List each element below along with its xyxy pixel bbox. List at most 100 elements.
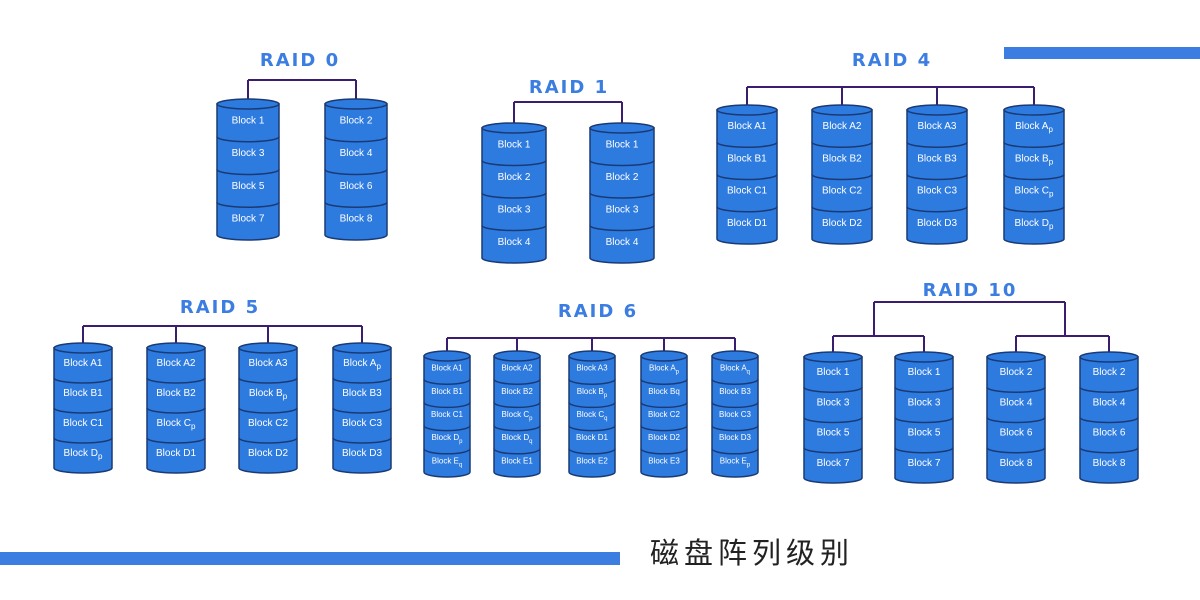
disk-divider	[716, 206, 778, 213]
block-label: Block 3	[498, 204, 531, 215]
disk-divider	[589, 160, 655, 167]
block-label: Block C1	[431, 410, 464, 419]
disk-top	[894, 351, 954, 363]
disk-divider	[324, 169, 388, 176]
disk-divider	[481, 160, 547, 167]
disk-divider	[811, 206, 873, 213]
block-label: Block Dq	[502, 433, 533, 445]
block-label: Block 4	[498, 237, 531, 248]
disk-divider	[811, 141, 873, 148]
disk-divider	[493, 402, 541, 409]
block-label: Block Ap	[649, 364, 680, 376]
disk-divider	[481, 192, 547, 199]
raid-title: RAID 1	[529, 77, 609, 98]
block-label: Block Bp	[249, 388, 288, 401]
disk-divider	[640, 402, 688, 409]
disk-top	[568, 350, 616, 362]
block-label: Block B1	[727, 153, 767, 164]
block-label: Block A3	[249, 358, 288, 369]
disk-divider	[324, 201, 388, 208]
disk-divider	[906, 206, 968, 213]
disk-top	[324, 98, 388, 110]
block-label: Block C3	[719, 410, 752, 419]
disk-divider	[716, 141, 778, 148]
block-label: Block 8	[1000, 458, 1033, 469]
disk-divider	[711, 448, 759, 455]
disk-divider	[238, 437, 298, 444]
disk-divider	[640, 378, 688, 385]
block-label: Block 8	[340, 214, 373, 225]
block-label: Block 4	[1093, 397, 1126, 408]
raid-title: RAID 4	[852, 50, 932, 71]
disk-divider	[238, 407, 298, 414]
disk-divider	[332, 407, 392, 414]
block-label: Block 3	[908, 397, 941, 408]
disk-top	[803, 351, 863, 363]
disk-top	[332, 342, 392, 354]
block-label: Block C3	[342, 418, 382, 429]
block-label: Block B3	[342, 388, 382, 399]
block-label: Block B2	[822, 153, 862, 164]
disk-divider	[216, 201, 280, 208]
disk-divider	[640, 448, 688, 455]
disk-divider	[711, 378, 759, 385]
block-label: Block 1	[498, 139, 531, 150]
disk-divider	[894, 386, 954, 393]
disk-divider	[640, 425, 688, 432]
disk-divider	[711, 402, 759, 409]
accent-bar-top	[1004, 47, 1200, 59]
block-label: Block Ep	[720, 456, 751, 468]
disk-top	[1079, 351, 1139, 363]
block-label: Block E3	[648, 456, 680, 465]
disk-divider	[568, 378, 616, 385]
disk-body	[493, 355, 541, 478]
disk-divider	[1003, 141, 1065, 148]
block-label: Block A3	[576, 364, 608, 373]
diagram-caption: 磁盘阵列级别	[650, 536, 855, 570]
disk-body	[423, 355, 471, 478]
block-label: Block B2	[501, 387, 533, 396]
block-label: Block 6	[1093, 428, 1126, 439]
disk-body	[711, 355, 759, 478]
disk-divider	[589, 225, 655, 232]
block-label: Block D1	[156, 448, 196, 459]
disk-divider	[53, 437, 113, 444]
disk-divider	[423, 402, 471, 409]
block-label: Block C1	[727, 186, 767, 197]
disk-divider	[493, 448, 541, 455]
block-label: Block Bp	[1015, 153, 1054, 166]
disk-divider	[986, 417, 1046, 424]
disk-divider	[332, 377, 392, 384]
disk-divider	[906, 141, 968, 148]
block-label: Block D1	[727, 218, 767, 229]
disk-divider	[894, 417, 954, 424]
disk-divider	[146, 407, 206, 414]
disk-divider	[568, 425, 616, 432]
disk-top	[640, 350, 688, 362]
block-label: Block Bq	[648, 387, 680, 396]
block-label: Block Dp	[64, 448, 103, 461]
block-label: Block 4	[1000, 397, 1033, 408]
disk-divider	[423, 378, 471, 385]
disk-divider	[568, 448, 616, 455]
block-label: Block Dp	[432, 433, 464, 445]
block-label: Block 2	[1093, 367, 1126, 378]
disk-top	[238, 342, 298, 354]
disk-top	[493, 350, 541, 362]
disk-top	[423, 350, 471, 362]
